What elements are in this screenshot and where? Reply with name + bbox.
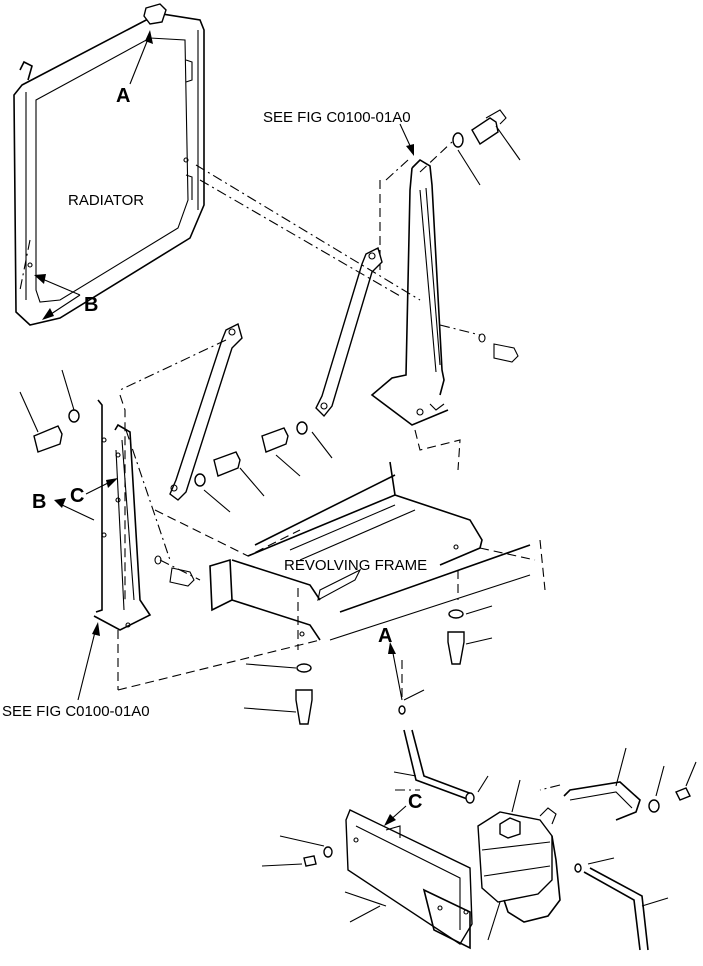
callout-arrows xyxy=(34,30,414,826)
radiator-label: RADIATOR xyxy=(68,192,144,209)
washer-icon xyxy=(68,409,80,423)
washer-icon xyxy=(194,421,308,487)
revolving-frame xyxy=(117,461,546,691)
callout-a-top: A xyxy=(116,85,130,107)
right-upright-bracket xyxy=(370,158,461,471)
bolt-icon xyxy=(471,109,507,145)
bolt-icon xyxy=(154,555,195,587)
stay-left xyxy=(169,322,243,501)
bolt-icon xyxy=(213,427,289,477)
outlet-pipe xyxy=(583,867,669,951)
callout-b-left: B xyxy=(32,491,46,513)
callout-b-radiator: B xyxy=(84,294,98,316)
washer-icon xyxy=(296,663,312,673)
fastener-set xyxy=(19,109,521,725)
washer-icon xyxy=(452,132,464,148)
tank-strap xyxy=(563,747,697,873)
callout-a-bottom: A xyxy=(378,625,392,647)
bolt-icon xyxy=(447,631,465,665)
left-upright-bracket xyxy=(93,394,152,690)
revolving-frame-label: REVOLVING FRAME xyxy=(284,557,427,574)
bolt-icon xyxy=(33,425,63,453)
callout-c-left: C xyxy=(70,485,84,507)
bolt-icon xyxy=(478,333,519,363)
overflow-hose xyxy=(393,660,489,804)
washer-icon xyxy=(323,846,333,858)
tank-mounting-bracket xyxy=(261,809,473,950)
radiator xyxy=(13,3,205,326)
callout-c-bottom: C xyxy=(408,791,422,813)
alignment-lines xyxy=(19,159,561,791)
bolt-icon xyxy=(295,689,313,725)
reservoir-tank xyxy=(477,779,561,941)
bolt-icon xyxy=(303,855,317,867)
see-fig-top-label: SEE FIG C0100-01A0 xyxy=(263,109,411,126)
washer-icon xyxy=(448,609,464,619)
stay-right xyxy=(315,246,383,418)
see-fig-bottom-label: SEE FIG C0100-01A0 xyxy=(2,703,150,720)
bolt-icon xyxy=(675,787,691,801)
